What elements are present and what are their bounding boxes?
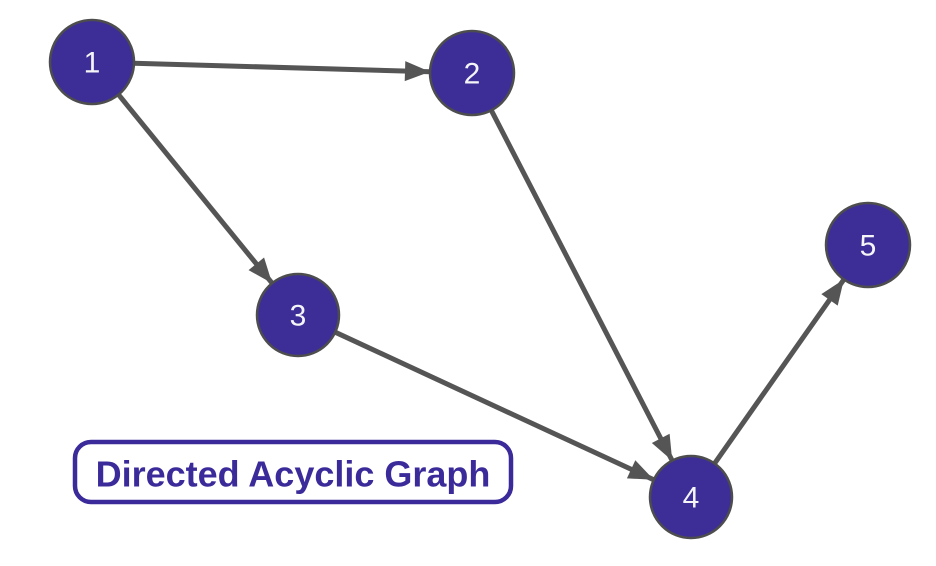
graph-title-box: Directed Acyclic Graph [72, 439, 514, 505]
node-label-2: 2 [464, 58, 481, 91]
node-circle-4 [648, 454, 734, 540]
edge-3-to-4 [334, 329, 655, 483]
graph-node-3: 3 [255, 272, 341, 358]
node-circle-2 [428, 29, 516, 117]
edges-layer [116, 60, 846, 483]
node-label-1: 1 [84, 47, 101, 80]
graph-title: Directed Acyclic Graph [96, 454, 491, 495]
node-label-3: 3 [290, 300, 307, 333]
graph-node-4: 4 [648, 454, 734, 540]
graph-node-5: 5 [824, 201, 912, 289]
graph-title-border [72, 439, 514, 505]
edge-2-to-4 [489, 109, 675, 462]
edge-4-to-5 [712, 277, 846, 465]
edge-1-to-3 [116, 93, 275, 285]
node-label-4: 4 [683, 482, 700, 515]
graph-node-2: 2 [428, 29, 516, 117]
node-circle-1 [48, 18, 136, 106]
node-circle-3 [255, 272, 341, 358]
node-circle-5 [824, 201, 912, 289]
node-label-5: 5 [860, 230, 877, 263]
graph-node-1: 1 [48, 18, 136, 106]
nodes-layer: 1 2 3 4 5 [48, 18, 912, 540]
edge-1-to-2 [133, 60, 431, 82]
